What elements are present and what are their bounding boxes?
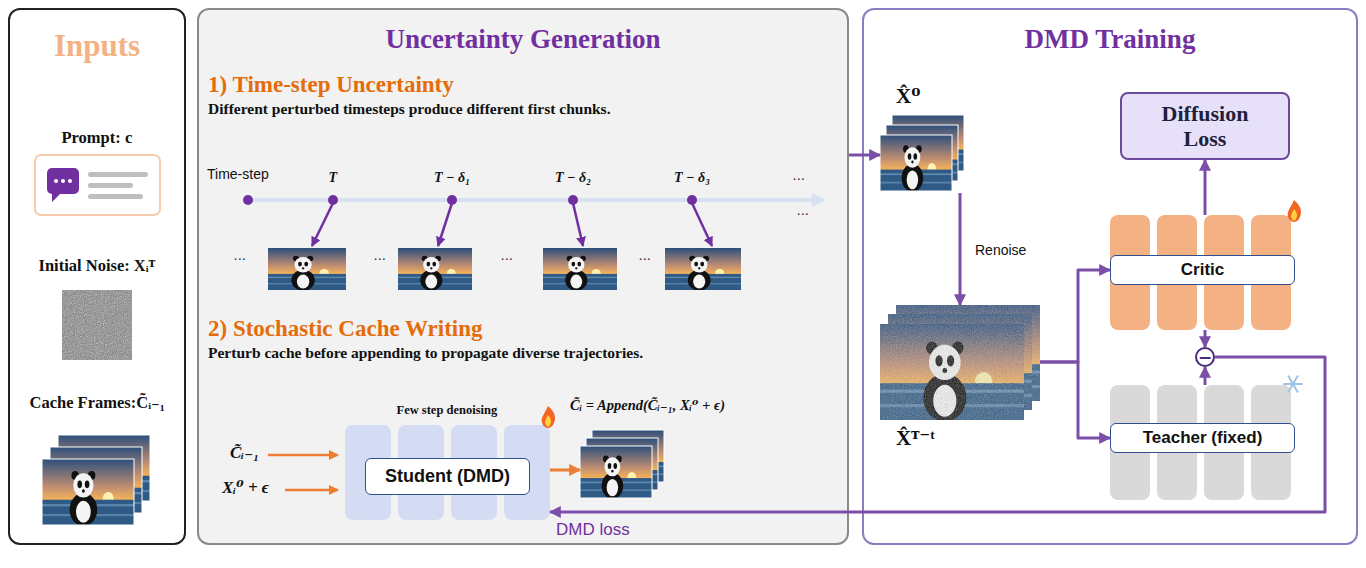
flow-arrow xyxy=(849,154,880,157)
noise-image xyxy=(62,290,132,360)
label-band: Teacher (fixed) xyxy=(1110,423,1295,453)
chat-dot xyxy=(68,179,72,183)
flow-arrow xyxy=(550,469,580,472)
input-label: Initial Noise: Xᵢᵀ xyxy=(39,256,156,276)
timestep-label: T − δ₁ xyxy=(434,170,470,186)
network-block: Student (DMD) xyxy=(345,425,550,520)
timestep-label: T xyxy=(329,170,338,186)
chat-dot xyxy=(61,179,65,183)
node-label: X̂ᵀ⁻ᵗ xyxy=(896,425,935,451)
timestep-label: T − δ₂ xyxy=(555,170,591,186)
flow-arrow xyxy=(959,193,962,305)
input-arrow xyxy=(285,489,338,492)
node-label: Student (DMD) xyxy=(385,466,510,487)
ellipsis: ... xyxy=(797,201,810,218)
noisy-image xyxy=(880,324,1024,422)
node-label: X̂⁰ xyxy=(896,83,920,109)
network-block: Teacher (fixed) xyxy=(1110,385,1295,500)
noise-overlay xyxy=(880,324,1024,420)
input-symbol: Xᵢ⁰ + ϵ xyxy=(222,477,269,498)
image-stack: X̂⁰ xyxy=(880,115,965,193)
section-description: Different perturbed timesteps produce di… xyxy=(208,100,611,118)
chat-tail xyxy=(52,193,61,202)
timeline-dot xyxy=(243,195,253,205)
label-band: Student (DMD) xyxy=(365,458,530,495)
timestep-label: T − δ₃ xyxy=(674,170,710,186)
frame-image xyxy=(580,446,652,499)
ellipsis: ... xyxy=(793,166,806,183)
ellipsis: ... xyxy=(639,246,652,263)
frame-border xyxy=(880,135,952,191)
chunk-image xyxy=(268,248,346,291)
input-arrow xyxy=(268,454,338,457)
section-heading: 2) Stochastic Cache Writing xyxy=(208,316,483,342)
text-line xyxy=(88,183,133,188)
noise-base xyxy=(62,290,132,360)
panel-title: Uncertainty Generation xyxy=(199,24,847,55)
flow-arrow xyxy=(1204,367,1207,385)
flow-arrow xyxy=(1204,330,1207,347)
section-description: Perturb cache before appending to propag… xyxy=(208,344,643,362)
chunk-image xyxy=(665,248,741,291)
text-line xyxy=(88,172,148,177)
subtract-node: − xyxy=(1195,347,1215,367)
axis-label: Time-step xyxy=(207,166,269,182)
panel-title: DMD Training xyxy=(864,24,1356,55)
block-caption: Few step denoising xyxy=(397,403,498,418)
chat-bubble xyxy=(47,168,79,194)
chat-dot xyxy=(54,179,58,183)
edge-label: Renoise xyxy=(975,242,1026,258)
loss-box: Diffusion Loss xyxy=(1120,92,1290,160)
ellipsis: ... xyxy=(374,246,387,263)
text-line xyxy=(88,194,143,199)
node-label: C̃ᵢ = Append(C̃ᵢ₋₁, Xᵢ⁰ + ϵ) xyxy=(570,396,725,414)
prompt-card xyxy=(35,155,160,215)
node-label: Teacher (fixed) xyxy=(1143,428,1263,448)
flow-arrow xyxy=(1204,160,1207,215)
ellipsis: ... xyxy=(234,246,247,263)
frame-border xyxy=(42,459,134,525)
node-label: − xyxy=(1198,349,1212,366)
frame-image xyxy=(42,459,134,526)
ellipsis: ... xyxy=(501,246,514,263)
section-heading: 1) Time-step Uncertainty xyxy=(208,72,454,98)
network-block: Critic xyxy=(1110,215,1295,330)
node-label: Diffusion Loss xyxy=(1150,101,1260,152)
input-symbol: C̃ᵢ₋₁ xyxy=(230,442,259,463)
chunk-image xyxy=(398,248,472,291)
frame-image xyxy=(880,135,952,192)
stage-panel: DMD TrainingX̂⁰ X̂ᵀ⁻ᵗ Diffusion LossCritic… xyxy=(862,8,1358,545)
image-stack: X̂ᵀ⁻ᵗ xyxy=(880,305,1040,420)
edge-label: DMD loss xyxy=(556,520,630,540)
frame-border xyxy=(580,446,652,498)
label-band: Critic xyxy=(1110,255,1295,285)
input-label: Prompt: c xyxy=(62,128,133,148)
panel-title: Inputs xyxy=(10,28,184,64)
input-label: Cache Frames:C̃ᵢ₋₁ xyxy=(30,393,165,413)
chunk-image xyxy=(543,248,617,291)
node-label: Critic xyxy=(1181,260,1224,280)
image-stack: C̃ᵢ = Append(C̃ᵢ₋₁, Xᵢ⁰ + ϵ) xyxy=(580,430,665,498)
